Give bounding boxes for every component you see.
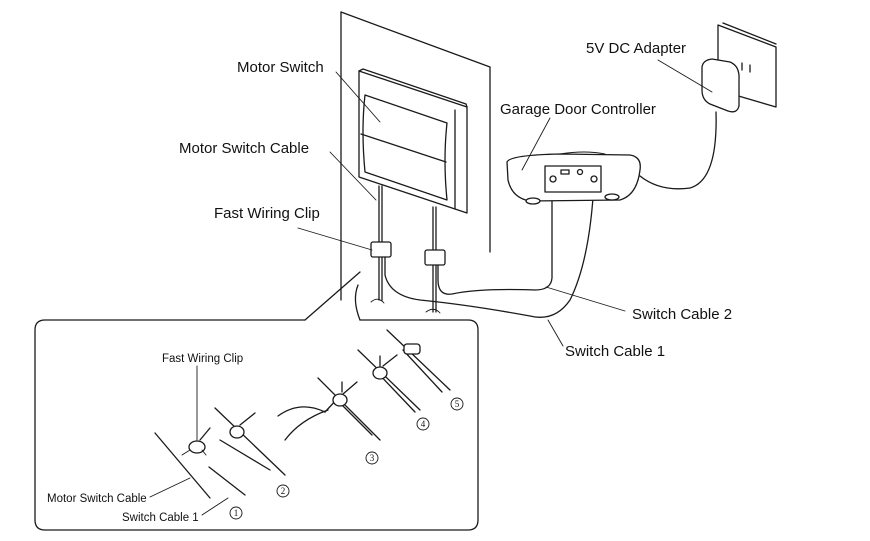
inset-step-3 [317,377,381,441]
garage-door-controller [506,151,641,205]
step-number-3: 3 [365,451,379,465]
label-adapter: 5V DC Adapter [586,40,686,57]
inset-step-2 [214,407,286,476]
inset-step-4 [357,349,421,413]
inset-panel [34,271,479,531]
inset-label-fast-wiring-clip: Fast Wiring Clip [162,353,243,365]
step-number-2: 2 [276,484,290,498]
label-switch-cable-2: Switch Cable 2 [632,306,732,323]
label-motor-switch: Motor Switch [237,59,324,76]
label-garage-door-controller: Garage Door Controller [500,101,656,118]
inset-step-5 [386,329,451,393]
inset-label-switch-cable-1: Switch Cable 1 [122,512,199,524]
inset-leader-motor-cable [149,477,191,498]
leader-lines [297,59,713,347]
pliers-icon [277,397,339,441]
svg-text:5: 5 [455,399,460,409]
inset-leader-switch-cable [201,497,229,516]
label-motor-switch-cable: Motor Switch Cable [179,140,309,157]
svg-text:2: 2 [281,486,286,496]
switch-cable-2 [437,181,553,295]
fast-wiring-clip [370,241,446,266]
step-number-1: 1 [229,506,243,520]
step-number-5: 5 [450,397,464,411]
inset-step-1 [154,427,246,499]
svg-text:1: 1 [234,508,239,518]
dc-adapter [639,22,777,190]
label-fast-wiring-clip: Fast Wiring Clip [214,205,320,222]
inset-label-motor-switch-cable: Motor Switch Cable [47,493,147,505]
svg-text:3: 3 [370,453,375,463]
step-number-4: 4 [416,417,430,431]
label-switch-cable-1: Switch Cable 1 [565,343,665,360]
switch-cable-1 [384,181,595,318]
motor-switch [358,68,468,214]
wall [340,11,491,301]
svg-text:4: 4 [421,419,426,429]
